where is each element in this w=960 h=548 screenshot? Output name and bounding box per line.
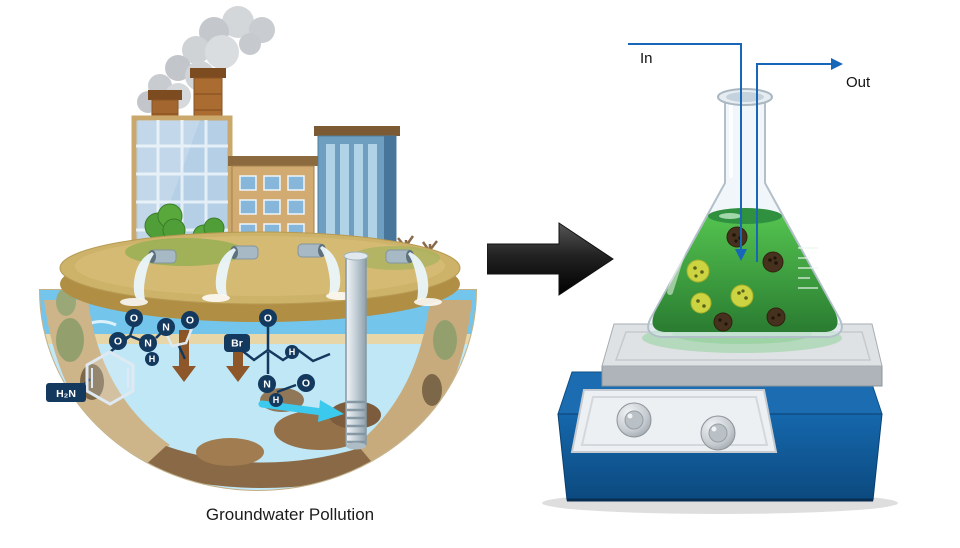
knob-right[interactable] — [700, 415, 736, 451]
discharge-pipe — [385, 249, 442, 306]
benzene-ring — [85, 350, 135, 406]
atom-badge: O — [125, 309, 143, 327]
flask-liquid — [652, 208, 838, 332]
seepage-arrow — [226, 336, 250, 382]
atom-badge: H — [145, 352, 159, 366]
svg-text:O: O — [114, 336, 122, 348]
svg-text:N: N — [144, 338, 152, 350]
particle-dark — [766, 307, 786, 327]
svg-text:H: H — [273, 395, 280, 405]
svg-text:N: N — [263, 379, 271, 391]
flask-rim-inner — [726, 92, 764, 102]
atom-badge: N — [258, 375, 276, 393]
atom-badge: O — [181, 311, 199, 329]
stirrer-base — [557, 371, 883, 502]
discharge-pipe — [202, 245, 259, 302]
atom-badge: Br — [224, 334, 250, 352]
isoxazole-ring — [164, 327, 194, 348]
out-label: Out — [846, 74, 871, 91]
in-label: In — [640, 50, 653, 67]
particle-yellow — [686, 259, 710, 283]
flow-line-out — [756, 58, 843, 262]
atom-badge: N — [139, 334, 157, 352]
pollution-illustration: H₂N O O N H N O O Br H N — [38, 6, 478, 491]
atom-badge: O — [259, 309, 277, 327]
monitoring-well — [343, 251, 369, 450]
graduation-marks — [798, 247, 818, 289]
atom-badge: O — [109, 332, 127, 350]
svg-text:O: O — [186, 315, 194, 327]
treatment-illustration: In Out — [542, 43, 898, 514]
glass-highlights — [667, 102, 760, 295]
island-ground — [59, 231, 461, 322]
erlenmeyer-flask — [647, 88, 843, 338]
atom-badge: O — [297, 374, 315, 392]
particle-yellow — [730, 284, 754, 308]
svg-text:O: O — [130, 313, 138, 325]
flow-line-in — [628, 43, 747, 261]
out-arrowhead — [831, 58, 843, 70]
svg-text:O: O — [264, 313, 272, 325]
svg-text:Br: Br — [231, 338, 243, 350]
knob-left[interactable] — [616, 402, 652, 438]
process-arrow — [487, 222, 614, 296]
caption: Groundwater Pollution — [205, 505, 375, 524]
particle-yellow — [690, 292, 712, 314]
atom-badge: N — [157, 318, 175, 336]
amine-badge: H₂N — [46, 383, 86, 402]
atom-badge: H — [269, 393, 283, 407]
control-panel — [570, 389, 778, 453]
particle-dark — [713, 312, 733, 332]
in-arrowhead — [735, 249, 747, 261]
amine-label: H₂N — [56, 388, 76, 400]
particle-dark — [726, 226, 748, 248]
discharge-pipes — [120, 243, 442, 306]
svg-text:N: N — [162, 322, 170, 334]
svg-text:H: H — [289, 347, 296, 357]
atom-badge: H — [285, 345, 299, 359]
discharge-pipe — [120, 249, 177, 306]
svg-text:H: H — [149, 354, 156, 364]
particle-dark — [762, 251, 784, 273]
svg-text:O: O — [302, 378, 310, 390]
pollutant-molecule: H₂N O O N H N O O Br H N — [46, 309, 331, 407]
